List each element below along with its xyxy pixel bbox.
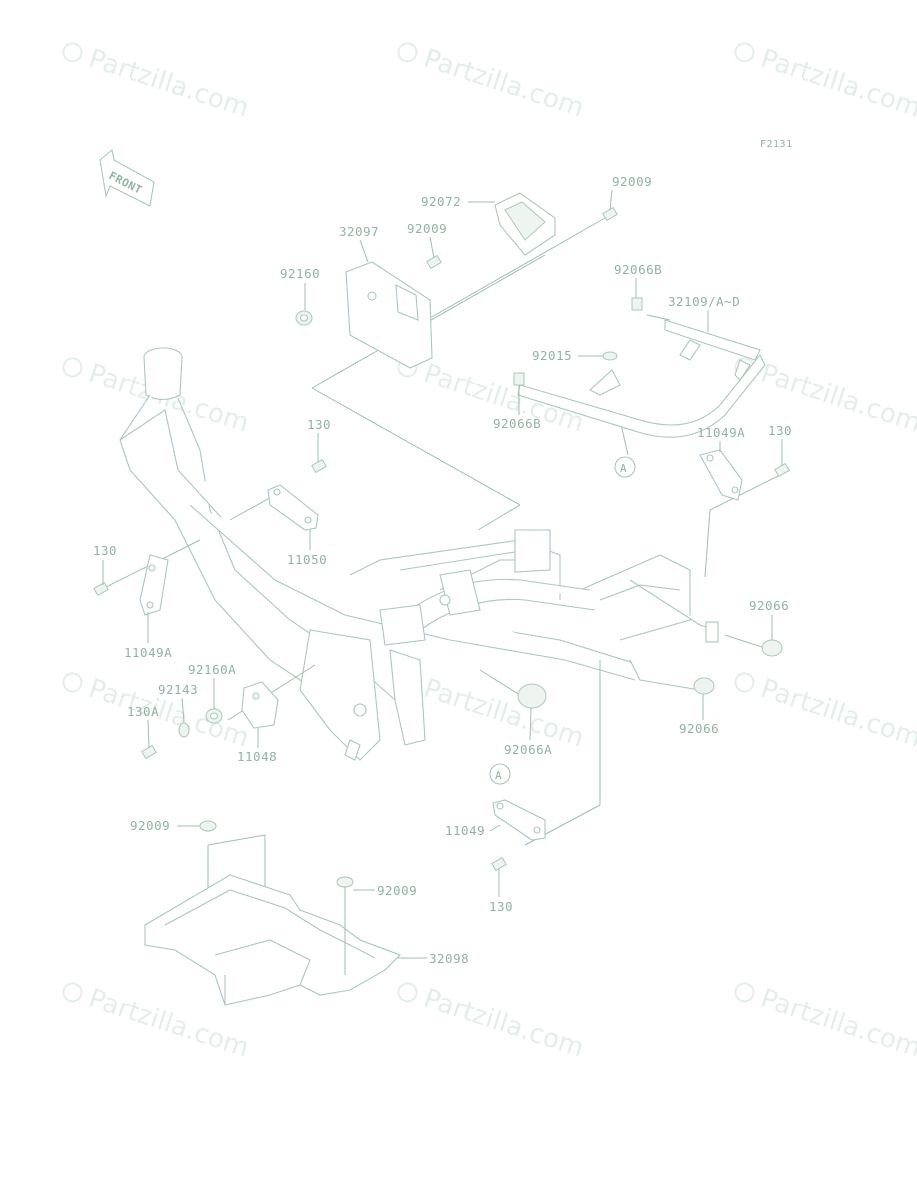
part-label: 92066 [679,721,719,736]
component-32098-tray [144,874,401,1006]
part-label: 92066B [493,416,541,431]
component-11048-bracket [241,681,279,729]
watermark: Partzilla.com [397,357,587,439]
component-92143-collar [178,722,190,738]
part-label: 92009 [130,818,170,833]
component-92009-bolt-lower [199,820,354,975]
bolt-icon [426,206,618,270]
part-label: 92160A [188,662,236,677]
component-92066a-cap [517,683,547,709]
svg-text:Partzilla.com: Partzilla.com [757,984,917,1064]
component-92072-plate [494,192,556,256]
part-label: 11049A [124,645,172,660]
part-label: 130 [768,423,792,438]
svg-text:Partzilla.com: Partzilla.com [420,44,588,124]
watermark: Partzilla.com [397,982,588,1064]
component-32097-bracket [345,261,433,369]
main-frame [119,347,719,761]
part-label: 32109/A~D [668,294,740,309]
part-label: 130 [93,543,117,558]
part-label: 11048 [237,749,277,764]
part-label: 92160 [280,266,320,281]
svg-text:Partzilla.com: Partzilla.com [757,44,917,124]
part-label: 11050 [287,552,327,567]
figure-code: F2131 [760,139,793,150]
component-11050-bracket [267,484,319,531]
part-label: 130 [489,899,513,914]
watermark: Partzilla.com [397,42,588,124]
component-92160-grommet [295,310,313,326]
svg-text:Partzilla.com: Partzilla.com [757,674,917,754]
part-label: 92066B [614,262,662,277]
front-arrow-icon: FRONT [99,148,155,207]
component-11049-bracket [492,799,546,841]
part-label: 32097 [339,224,379,239]
part-label: 92009 [377,883,417,898]
svg-text:A: A [495,769,502,782]
part-labels: 92009 92072 32097 92009 92160 92066B 321… [93,174,792,966]
watermark: Partzilla.com [734,672,917,754]
part-label: 92009 [407,221,447,236]
part-label: 92066A [504,742,552,757]
label-ticks [102,189,783,959]
part-label: 92143 [158,682,198,697]
component-11049a-bracket-right [699,449,743,501]
part-label: 92066 [749,598,789,613]
component-32109-rail [517,319,766,438]
component-92066-cap [693,639,783,695]
part-label: 11049 [445,823,485,838]
part-label: 130 [307,417,331,432]
bolt-icon [93,458,790,872]
part-label: 92015 [532,348,572,363]
component-92066b-cap [513,297,643,386]
part-label: 92009 [612,174,652,189]
callout-a-lower: A [489,763,511,785]
part-label: 32098 [429,951,469,966]
watermark: Partzilla.com [734,42,917,124]
callout-a-upper: A [614,456,636,478]
component-92160a-grommet [205,708,223,724]
svg-text:Partzilla.com: Partzilla.com [420,984,588,1064]
part-label: 11049A [697,425,745,440]
component-92015-washer [602,351,618,361]
watermark: Partzilla.com [62,42,253,124]
part-label: 92072 [421,194,461,209]
svg-text:Partzilla.com: Partzilla.com [85,44,253,124]
svg-text:A: A [620,462,627,475]
component-11049a-bracket-left [139,554,169,616]
part-label: 130A [127,704,159,719]
watermark: Partzilla.com [734,982,917,1064]
